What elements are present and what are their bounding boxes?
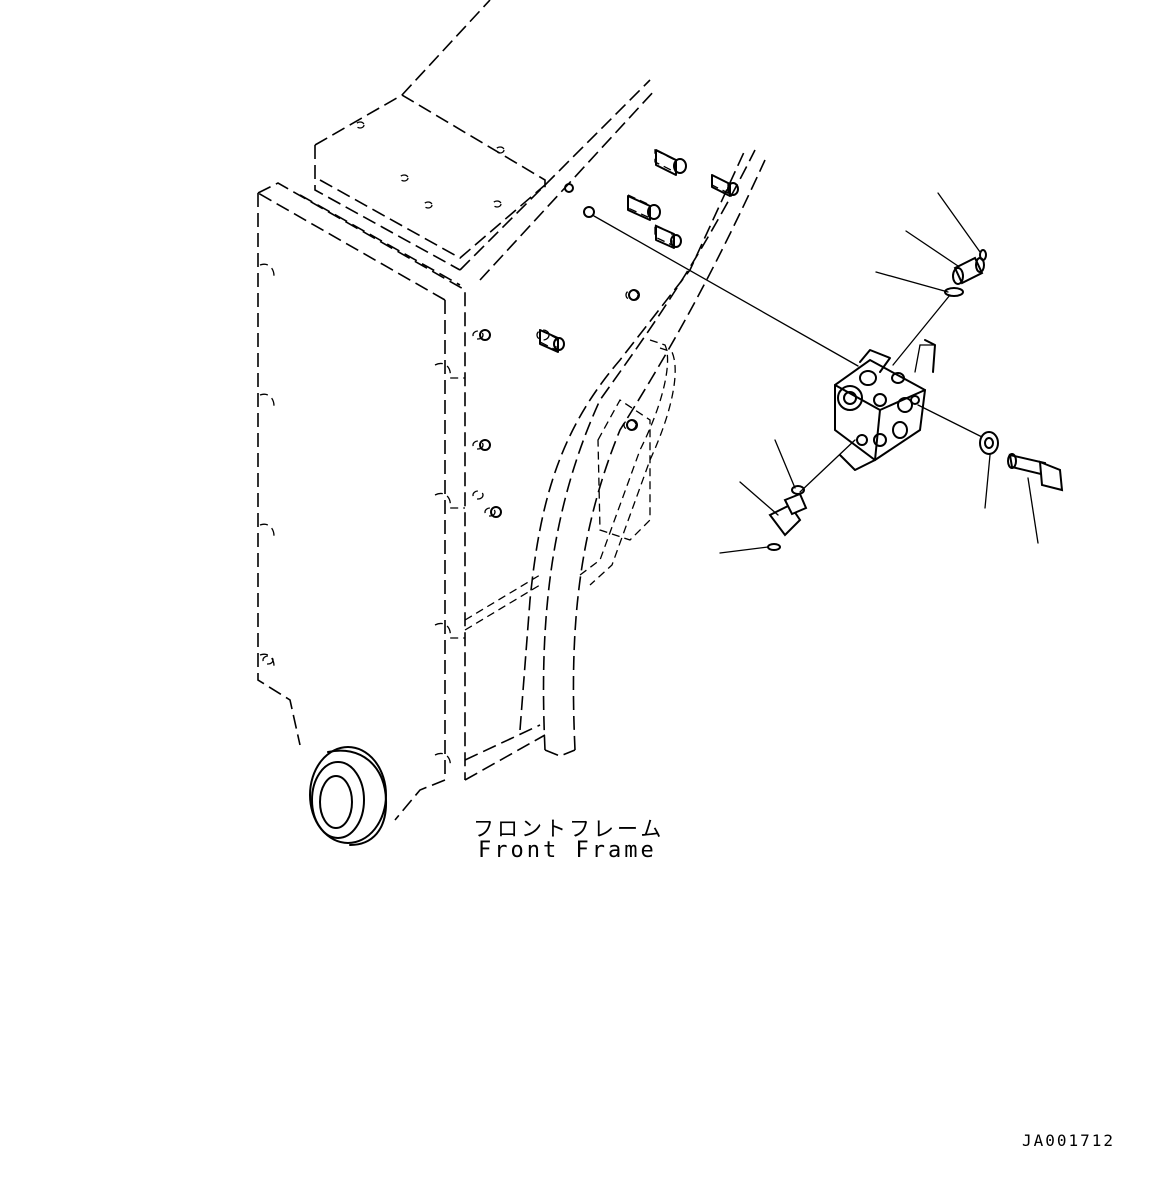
bushing-group: [479, 149, 739, 518]
manifold-block: [834, 339, 936, 471]
front-frame-outline: [257, 0, 766, 821]
drawing-number: JA001712: [1022, 1131, 1116, 1150]
fitting-upper: [944, 249, 987, 297]
pivot-boss: [309, 746, 388, 846]
washer: [979, 431, 999, 455]
fitting-elbow: [767, 485, 808, 551]
bolt: [1007, 453, 1064, 492]
front-frame-label-jp: フロントフレーム: [473, 817, 665, 841]
front-frame-label-en: Front Frame: [478, 838, 657, 863]
leader-lines: [593, 192, 1039, 554]
